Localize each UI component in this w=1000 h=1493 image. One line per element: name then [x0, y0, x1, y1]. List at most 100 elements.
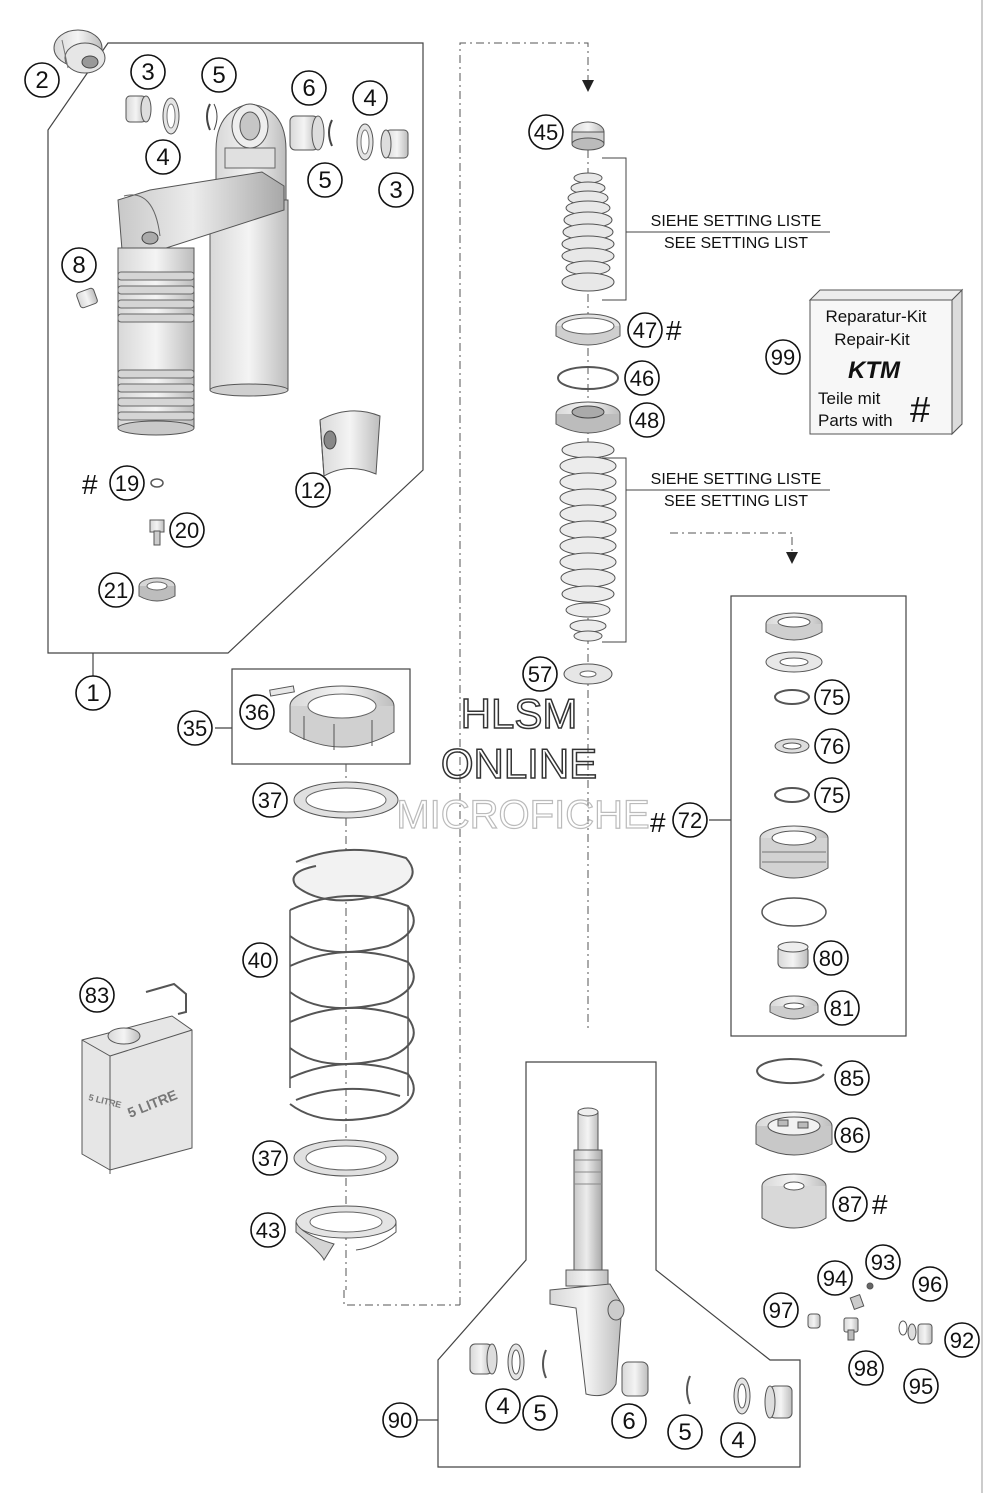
callout-75: 75	[814, 679, 850, 715]
spring-seat-upper-part	[293, 781, 399, 819]
hash-mark: #	[666, 315, 682, 346]
oil-can-part: 5 LITRE 5 LITRE	[81, 982, 193, 1174]
arrow-down-icon	[582, 80, 594, 92]
callout-2: 2	[24, 62, 60, 98]
piston-part	[555, 401, 621, 434]
setting-label-upper-de: SIEHE SETTING LISTE	[651, 213, 822, 230]
watermark-line1: HLSM	[461, 690, 578, 737]
ktm-logo: KTM	[848, 357, 901, 384]
preload-nut-group-outline	[231, 668, 411, 765]
callout-label: 5	[533, 1400, 546, 1427]
compression-adjuster-parts	[759, 612, 829, 1020]
compression-adjuster-group-outline	[730, 595, 907, 1037]
callout-5: 5	[307, 162, 343, 198]
callout-37: 37	[252, 1140, 288, 1176]
callout-label: 12	[301, 478, 325, 503]
callout-label: 45	[534, 120, 558, 145]
callout-label: 95	[909, 1374, 933, 1399]
callout-75: 75	[814, 777, 850, 813]
callout-8: 8	[61, 247, 97, 283]
callout-label: 46	[630, 366, 654, 391]
callout-43: 43	[250, 1212, 286, 1248]
washer-part	[563, 663, 613, 685]
callout-label: 86	[840, 1123, 864, 1148]
repair-kit-line3: Teile mit	[818, 389, 881, 408]
callout-48: 48	[629, 402, 665, 438]
watermark: HLSM ONLINE MICROFICHE	[396, 689, 651, 837]
valve-parts	[138, 478, 176, 602]
callout-label: 57	[528, 662, 552, 687]
callout-label: 4	[496, 1393, 509, 1420]
callout-label: 35	[183, 716, 207, 741]
callout-label: 5	[678, 1419, 691, 1446]
callout-1: 1	[75, 675, 111, 711]
callout-47: 47	[627, 312, 663, 348]
lower-bushing-parts	[289, 115, 409, 161]
hash-mark: #	[82, 469, 98, 500]
callout-4: 4	[720, 1422, 756, 1458]
callout-6: 6	[611, 1403, 647, 1439]
callout-label: 2	[35, 67, 48, 94]
callout-80: 80	[813, 940, 849, 976]
callout-label: 37	[258, 1146, 282, 1171]
callout-label: 40	[248, 948, 272, 973]
repair-kit-hash-symbol: #	[910, 389, 930, 430]
watermark-line3: MICROFICHE	[396, 793, 649, 837]
callout-label: 85	[840, 1066, 864, 1091]
piston-ring-part	[555, 313, 621, 346]
callout-label: 96	[918, 1272, 942, 1297]
callout-label: 75	[820, 783, 844, 808]
hash-mark: #	[872, 1189, 888, 1220]
callout-label: 1	[86, 680, 99, 707]
callout-label: 81	[830, 996, 854, 1021]
setting-label-lower-en: SEE SETTING LIST	[664, 493, 808, 510]
repair-kit-line1: Reparatur-Kit	[825, 307, 926, 326]
callout-label: 5	[212, 62, 225, 89]
lower-setting-bracket	[602, 457, 627, 643]
protector-band-part	[319, 410, 381, 477]
callout-label: 3	[141, 59, 154, 86]
callout-label: 76	[820, 734, 844, 759]
o-ring-part	[557, 366, 619, 390]
callout-3: 3	[130, 54, 166, 90]
callout-4: 4	[352, 80, 388, 116]
callout-label: 8	[72, 252, 85, 279]
spring-seat-lower-part	[293, 1139, 399, 1177]
callout-label: 94	[823, 1266, 847, 1291]
arrow-down-icon	[786, 552, 798, 564]
rebound-adjuster-part	[53, 29, 106, 74]
setting-label-lower-de: SIEHE SETTING LISTE	[651, 471, 822, 488]
repair-kit-line4: Parts with	[818, 411, 893, 430]
damper-rod-part	[549, 1107, 625, 1397]
lower-shim-stack-part	[559, 441, 617, 642]
setting-label-upper-en: SEE SETTING LIST	[664, 235, 808, 252]
callout-81: 81	[824, 990, 860, 1026]
hash-marks: ####	[82, 315, 888, 1220]
callout-46: 46	[624, 360, 660, 396]
repair-kit-line2: Repair-Kit	[834, 330, 910, 349]
callout-98: 98	[848, 1350, 884, 1386]
callout-4: 4	[485, 1388, 521, 1424]
watermark-line2: ONLINE	[441, 740, 597, 787]
callout-21: 21	[98, 572, 134, 608]
callout-4: 4	[145, 139, 181, 175]
callout-label: 3	[389, 177, 402, 204]
callout-36: 36	[239, 694, 275, 730]
callout-label: 47	[633, 318, 657, 343]
callout-label: 6	[622, 1408, 635, 1435]
callout-label: 36	[245, 700, 269, 725]
spring-retainer-part	[295, 1205, 397, 1262]
callout-label: 43	[256, 1218, 280, 1243]
callout-45: 45	[528, 114, 564, 150]
plug-part	[76, 287, 98, 309]
callout-57: 57	[522, 656, 558, 692]
callout-label: 4	[731, 1427, 744, 1454]
callout-label: 5	[318, 167, 331, 194]
callout-label: 19	[115, 471, 139, 496]
callout-label: 4	[156, 144, 169, 171]
callout-label: 21	[104, 578, 128, 603]
callout-label: 72	[678, 808, 702, 833]
callout-19: 19	[109, 465, 145, 501]
